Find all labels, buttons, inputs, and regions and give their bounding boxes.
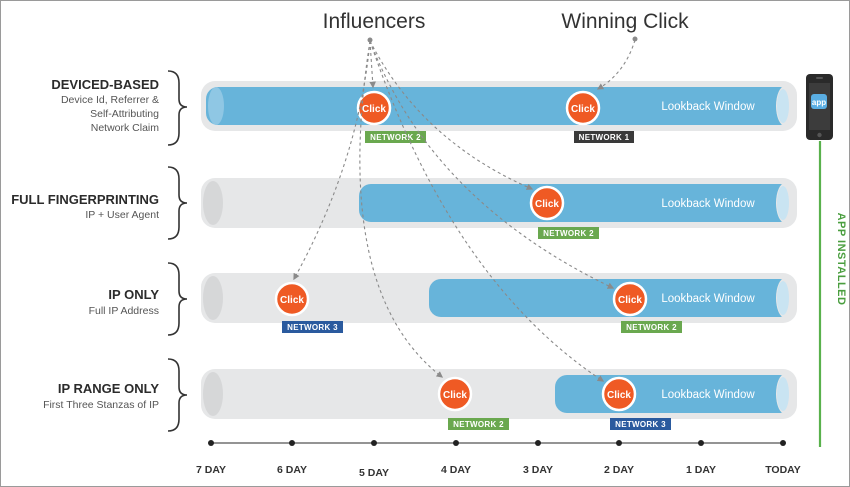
- network-tag-label: NETWORK 2: [453, 420, 504, 429]
- lookback-window-label: Lookback Window: [661, 293, 755, 305]
- tick-label: 5 DAY: [359, 467, 389, 479]
- tube-end: [777, 186, 789, 220]
- svg-text:Click: Click: [571, 104, 595, 115]
- row-title: DEVICED-BASED: [51, 77, 159, 92]
- lookback-window-bar: [429, 279, 792, 317]
- click-marker: Click: [356, 90, 392, 126]
- network-1-tag: [574, 131, 634, 143]
- click-marker: Click: [601, 376, 637, 412]
- row-title: FULL FINGERPRINTING: [11, 192, 159, 207]
- timeline-axis: 7 DAY 6 DAY 5 DAY 4 DAY 3 DAY 2 DAY 1 DA…: [196, 440, 801, 479]
- row-subtitle-line: IP + User Agent: [85, 209, 159, 221]
- tick-label: 3 DAY: [523, 464, 553, 476]
- arrow-to-row2-network2: [369, 40, 534, 190]
- tick-label: TODAY: [765, 464, 801, 476]
- tick-label: 4 DAY: [441, 464, 471, 476]
- svg-text:Click: Click: [443, 390, 467, 401]
- click-marker: Click: [437, 376, 473, 412]
- row-subtitle-line: Full IP Address: [89, 305, 159, 317]
- row-subtitle-line: Network Claim: [91, 122, 160, 134]
- network-3-tag: [282, 321, 343, 333]
- winning-click-heading: Winning Click: [561, 10, 689, 33]
- app-icon: [811, 94, 827, 109]
- tube-end: [777, 377, 789, 411]
- click-marker: Click: [274, 281, 310, 317]
- arrow-to-row3-network3: [293, 40, 371, 281]
- row-bracket: [167, 262, 188, 336]
- tube-end: [777, 281, 789, 315]
- svg-text:Click: Click: [618, 295, 642, 306]
- network-3-tag: [610, 418, 671, 430]
- network-2-tag: [365, 131, 426, 143]
- phone-icon: app: [806, 74, 833, 140]
- svg-text:Click: Click: [535, 199, 559, 210]
- network-tag-label: NETWORK 2: [626, 323, 677, 332]
- click-marker: Click: [529, 185, 565, 221]
- lookback-window-label: Lookback Window: [661, 389, 755, 401]
- influencers-heading: Influencers: [323, 10, 426, 33]
- network-tag-label: NETWORK 1: [579, 133, 630, 142]
- row-device-based: DEVICED-BASED Device Id, Referrer & Self…: [51, 70, 797, 146]
- svg-text:Click: Click: [362, 104, 386, 115]
- row-title: IP ONLY: [108, 287, 159, 302]
- tube-end: [777, 89, 789, 123]
- row-full-fingerprinting: FULL FINGERPRINTING IP + User Agent Look…: [11, 166, 797, 240]
- network-tag-label: NETWORK 2: [543, 229, 594, 238]
- row-bracket: [167, 70, 188, 146]
- app-installed-label: APP INSTALLED: [835, 213, 847, 306]
- network-2-tag: [621, 321, 682, 333]
- row-subtitle-line: First Three Stanzas of IP: [43, 399, 159, 411]
- network-2-tag: [448, 418, 509, 430]
- tube-end: [203, 181, 223, 225]
- tick-label: 1 DAY: [686, 464, 716, 476]
- arrow-to-row1-click: [369, 40, 376, 89]
- network-2-tag: [538, 227, 599, 239]
- winning-click-marker: Click: [565, 90, 601, 126]
- lookback-window-bar: [359, 184, 792, 222]
- click-marker: Click: [612, 281, 648, 317]
- row-subtitle-line: Self-Attributing: [90, 108, 159, 120]
- tube-end: [203, 276, 223, 320]
- row-bracket: [167, 358, 188, 432]
- influencer-origin-dot: [367, 37, 373, 43]
- tick-label: 2 DAY: [604, 464, 634, 476]
- network-tag-label: NETWORK 3: [615, 420, 666, 429]
- arrow-to-row4-network3: [369, 40, 605, 382]
- network-tag-label: NETWORK 3: [287, 323, 338, 332]
- row-bracket: [167, 166, 188, 240]
- tick-label: 7 DAY: [196, 464, 226, 476]
- arrow-to-winning-click: [596, 39, 636, 90]
- arrow-to-row3-network2: [369, 40, 615, 289]
- app-icon-label: app: [812, 98, 826, 107]
- arrow-to-row4-network2: [359, 40, 444, 378]
- row-subtitle-line: Device Id, Referrer &: [61, 94, 159, 106]
- tube-end: [208, 87, 224, 125]
- lookback-window-label: Lookback Window: [661, 101, 755, 113]
- influencer-arrows: [293, 36, 638, 382]
- network-tag-label: NETWORK 2: [370, 133, 421, 142]
- row-title: IP RANGE ONLY: [58, 381, 159, 396]
- svg-text:Click: Click: [280, 295, 304, 306]
- tick-label: 6 DAY: [277, 464, 307, 476]
- lookback-window-label: Lookback Window: [661, 198, 755, 210]
- tube-end: [203, 372, 223, 416]
- svg-text:Click: Click: [607, 390, 631, 401]
- lookback-window-bar: [206, 87, 792, 125]
- winning-origin-dot: [632, 36, 638, 42]
- row-ip-range-only: IP RANGE ONLY First Three Stanzas of IP …: [43, 358, 797, 432]
- row-ip-only: IP ONLY Full IP Address Lookback Window …: [89, 262, 797, 336]
